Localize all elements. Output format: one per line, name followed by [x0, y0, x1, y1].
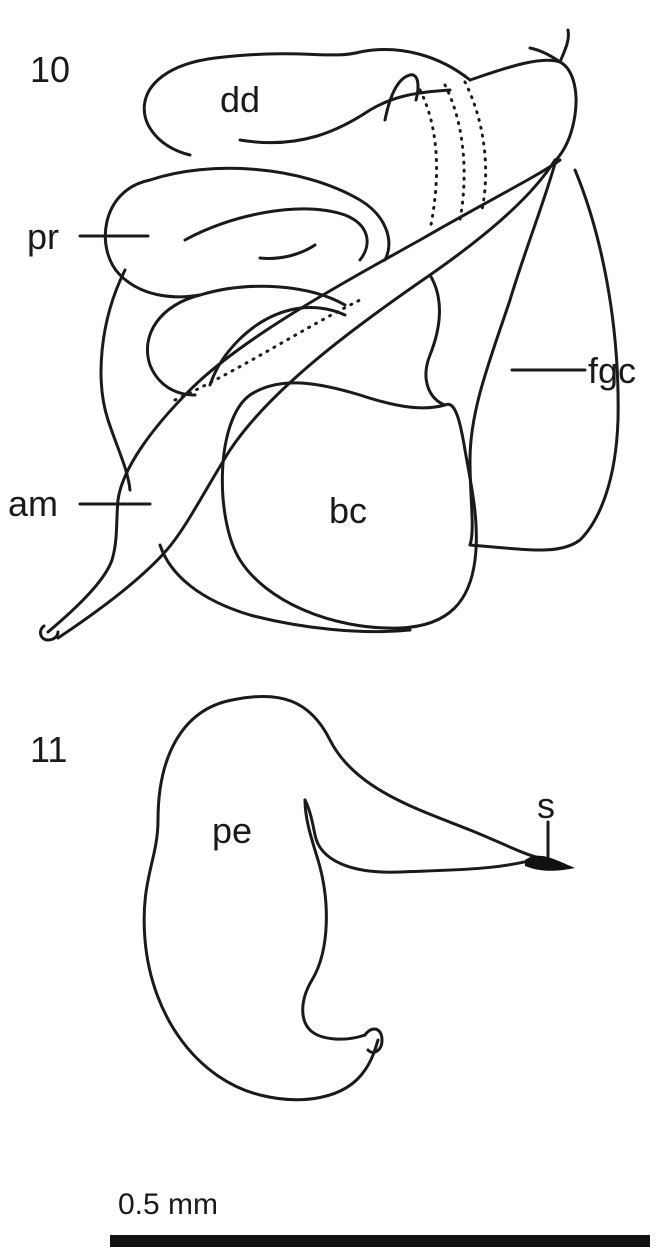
duct-lower-edge [48, 160, 560, 632]
penis-tube-end [365, 1029, 382, 1052]
bc-label: bc [329, 490, 367, 531]
duct-upper-edge [58, 160, 555, 638]
pr-inner-tail [260, 245, 315, 258]
scale-bar: 0.5 mm [110, 1188, 650, 1247]
scale-bar-label: 0.5 mm [118, 1188, 218, 1221]
scale-bar-line [110, 1235, 650, 1247]
pr-inner-loop [185, 209, 367, 260]
fgc-label: fgc [588, 350, 636, 391]
figure-10-number: 10 [30, 49, 70, 90]
pr-upper-coil-top [150, 168, 389, 260]
body-lower-wrap [160, 545, 410, 632]
dd-label: dd [220, 79, 260, 120]
dd-inner-curve [240, 90, 450, 143]
upper-tube-outline [470, 60, 576, 160]
pe-label: pe [212, 810, 252, 851]
figure-10: 10 pr fgc [8, 30, 636, 640]
penis-outline [232, 696, 540, 872]
upper-tube-tip [530, 30, 568, 62]
figure-11: 11 s pe [30, 696, 575, 1099]
figure-11-number: 11 [30, 729, 67, 770]
duct-tip [41, 626, 58, 640]
fgc-outline [470, 160, 556, 545]
stylet-mark [525, 856, 575, 871]
pr-dotted-channel [175, 300, 360, 400]
tube-dotted-line-3 [465, 82, 486, 210]
s-label: s [537, 785, 555, 826]
am-label: am [8, 483, 58, 524]
tube-dotted-line-2 [445, 85, 464, 220]
fgc-inner-crease [426, 275, 445, 405]
pr-lower-coil [147, 295, 200, 395]
body-left-outline [101, 270, 130, 490]
pr-label: pr [27, 216, 59, 257]
tube-dotted-line-1 [420, 90, 437, 230]
penis-inner-fold [303, 800, 365, 1039]
